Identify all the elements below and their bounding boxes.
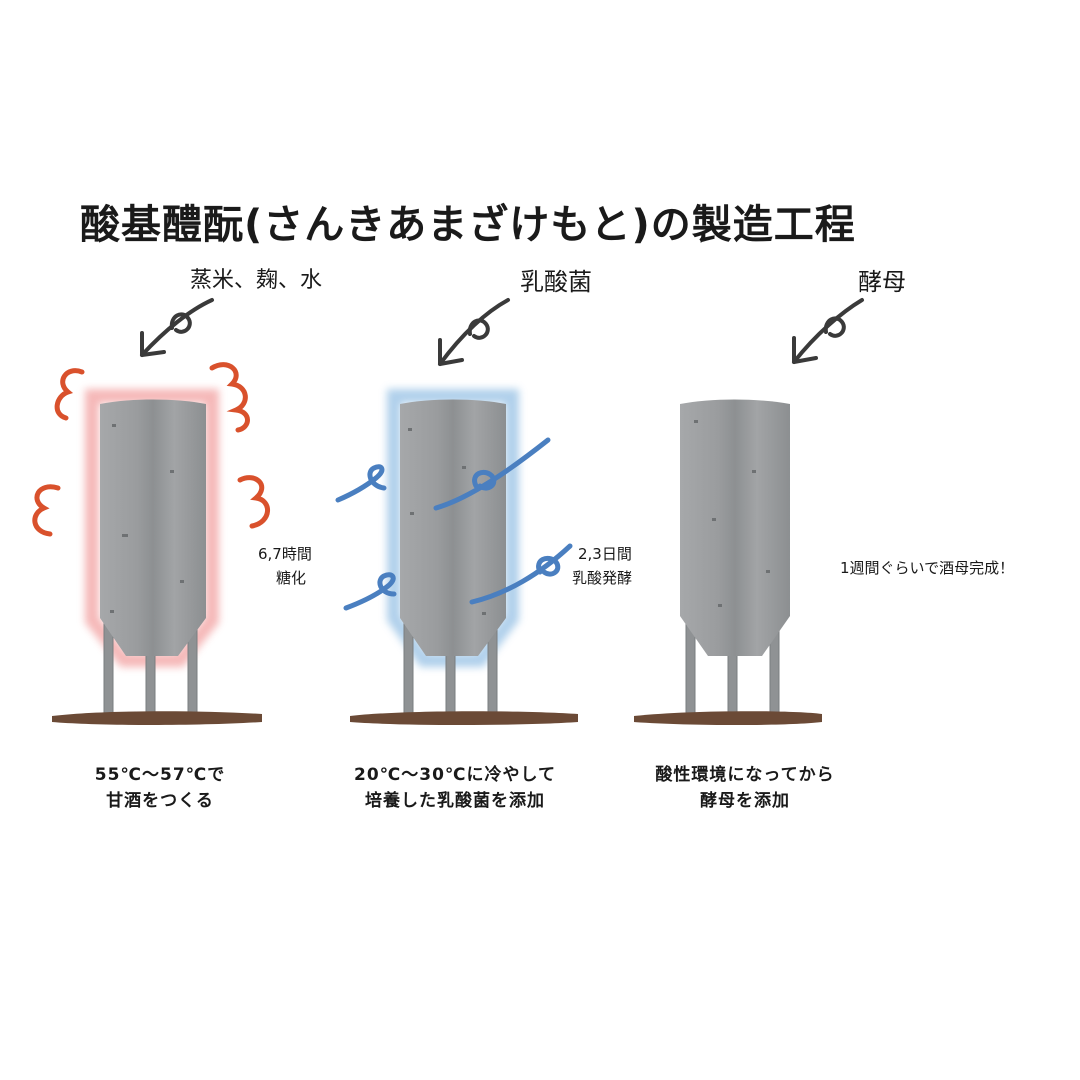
ground-strip <box>52 711 822 725</box>
step-2-caption: 20℃～30℃に冷やして 培養した乳酸菌を添加 <box>330 762 580 814</box>
heat-wave-icon <box>32 362 270 537</box>
step-2-duration-line-1: 2,3日間 <box>578 545 632 563</box>
step-2-caption-line-2: 培養した乳酸菌を添加 <box>365 791 545 811</box>
step-3-input-label: 酵母 <box>858 268 906 296</box>
step-1-input-label: 蒸米、麹、水 <box>190 268 323 293</box>
step-3-duration-line-1: 1週間ぐらいで酒母完成！ <box>840 559 1015 577</box>
step-3-caption-line-2: 酵母を添加 <box>700 791 790 811</box>
page-title: 酸基醴酛(さんきあまざけもと)の製造工程 <box>80 202 856 248</box>
heat-glow <box>85 389 219 667</box>
curly-arrow-icon <box>140 298 214 357</box>
fermentation-tank-icon <box>680 399 790 656</box>
step-1-duration-line-1: 6,7時間 <box>258 545 312 563</box>
step-2-caption-line-1: 20℃～30℃に冷やして <box>354 765 556 785</box>
step-1-caption-line-1: 55℃～57℃で <box>94 765 226 785</box>
step-2-input-label: 乳酸菌 <box>520 268 592 296</box>
step-2-graphic <box>335 298 573 717</box>
step-3-caption: 酸性環境になってから 酵母を添加 <box>620 762 870 814</box>
step-2-duration-note: 2,3日間 乳酸発酵 <box>572 542 632 590</box>
step-1-caption-line-2: 甘酒をつくる <box>106 791 214 811</box>
step-1-graphic <box>32 298 270 717</box>
curly-arrow-icon <box>438 298 510 366</box>
step-3-graphic <box>680 298 864 717</box>
step-1-duration-note: 6,7時間 糖化 <box>258 542 312 590</box>
tank-rivets <box>408 428 486 615</box>
step-3-duration-note: 1週間ぐらいで酒母完成！ <box>840 556 1014 580</box>
step-2-duration-line-2: 乳酸発酵 <box>572 569 633 587</box>
fermentation-tank-icon <box>100 399 206 656</box>
step-1-duration-line-2: 糖化 <box>276 569 307 587</box>
step-1-caption: 55℃～57℃で 甘酒をつくる <box>60 762 260 814</box>
curly-arrow-icon <box>792 298 864 364</box>
step-3-caption-line-1: 酸性環境になってから <box>655 765 835 785</box>
tank-rivets <box>110 424 184 613</box>
lactic-bacteria-icon <box>335 437 573 611</box>
cooling-glow <box>387 389 519 667</box>
tank-rivets <box>694 420 770 607</box>
fermentation-tank-icon <box>400 399 506 656</box>
